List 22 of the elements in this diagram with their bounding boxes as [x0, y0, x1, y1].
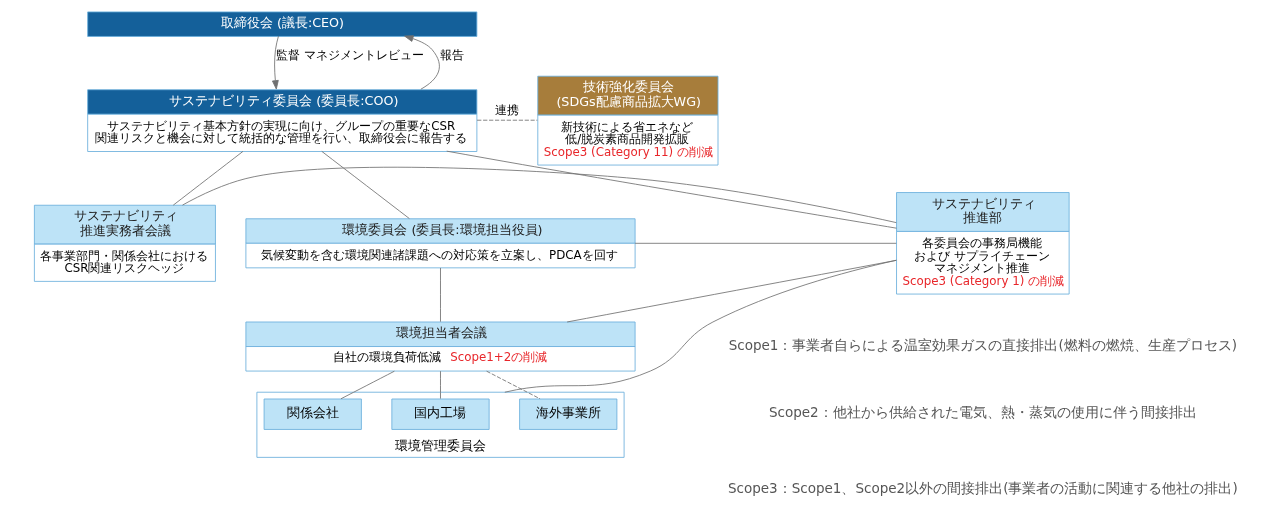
- edge-label: 監督 マネジメントレビュー: [276, 48, 424, 63]
- connector: [321, 150, 410, 220]
- connector: [486, 370, 541, 400]
- connector: [634, 242, 897, 244]
- arrow: [404, 35, 440, 90]
- edge-label: 連携: [495, 103, 520, 118]
- connector: [172, 150, 244, 206]
- node-box: 国内工場: [391, 398, 490, 430]
- connector: [340, 370, 395, 400]
- connector: [476, 119, 538, 121]
- label: Scope2：他社から供給された電気、熱・蒸気の使用に伴う間接排出: [768, 404, 1197, 421]
- node-box: 海外事業所: [519, 398, 618, 430]
- node-box: 関係会社: [263, 398, 362, 430]
- label: Scope3：Scope1、Scope2以外の間接排出(事業者の活動に関連する他社の排出): [727, 479, 1238, 496]
- connector: [182, 166, 897, 224]
- edge-label: 報告: [439, 48, 464, 63]
- label: Scope1：事業者自らによる温室効果ガスの直接排出(燃料の燃焼、生産プロセス): [728, 336, 1237, 353]
- connector: [446, 150, 897, 229]
- arrow: [272, 35, 279, 90]
- connector: [504, 259, 897, 393]
- connector: [440, 267, 441, 323]
- connector: [440, 370, 441, 400]
